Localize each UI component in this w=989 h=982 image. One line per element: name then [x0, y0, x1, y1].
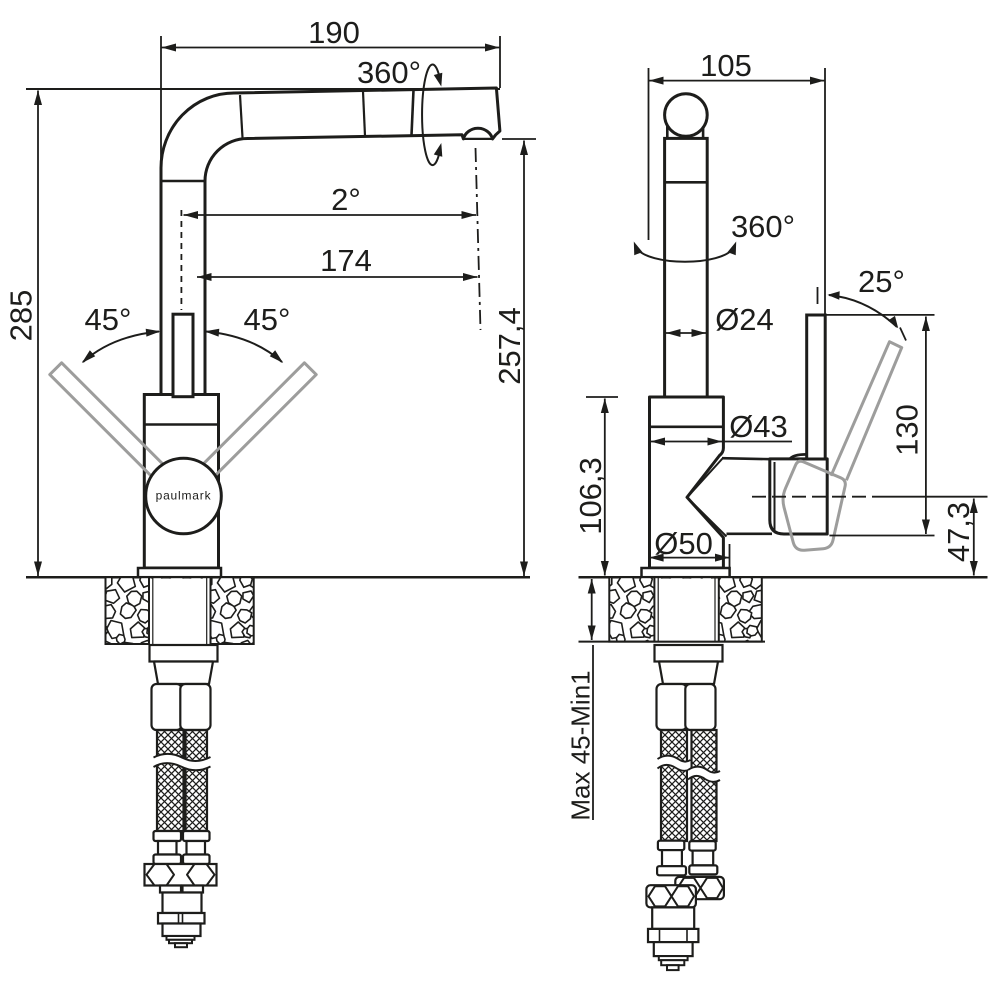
svg-text:Ø50: Ø50 — [654, 526, 713, 561]
svg-text:106,3: 106,3 — [573, 457, 608, 535]
svg-text:Ø24: Ø24 — [715, 302, 774, 337]
svg-text:285: 285 — [4, 290, 39, 342]
svg-text:25°: 25° — [858, 264, 905, 299]
svg-text:174: 174 — [320, 243, 372, 278]
svg-text:190: 190 — [308, 15, 360, 50]
svg-text:45°: 45° — [85, 302, 132, 337]
svg-text:360°: 360° — [731, 209, 795, 244]
svg-text:paulmark: paulmark — [156, 489, 212, 503]
svg-text:360°: 360° — [357, 55, 421, 90]
svg-text:47,3: 47,3 — [941, 502, 976, 562]
svg-text:45°: 45° — [244, 302, 291, 337]
svg-text:105: 105 — [700, 48, 752, 83]
svg-text:Max 45-Min1: Max 45-Min1 — [566, 670, 596, 820]
svg-text:Ø43: Ø43 — [729, 409, 788, 444]
svg-text:130: 130 — [890, 404, 925, 456]
svg-text:257,4: 257,4 — [492, 307, 527, 385]
svg-text:2°: 2° — [331, 182, 361, 217]
